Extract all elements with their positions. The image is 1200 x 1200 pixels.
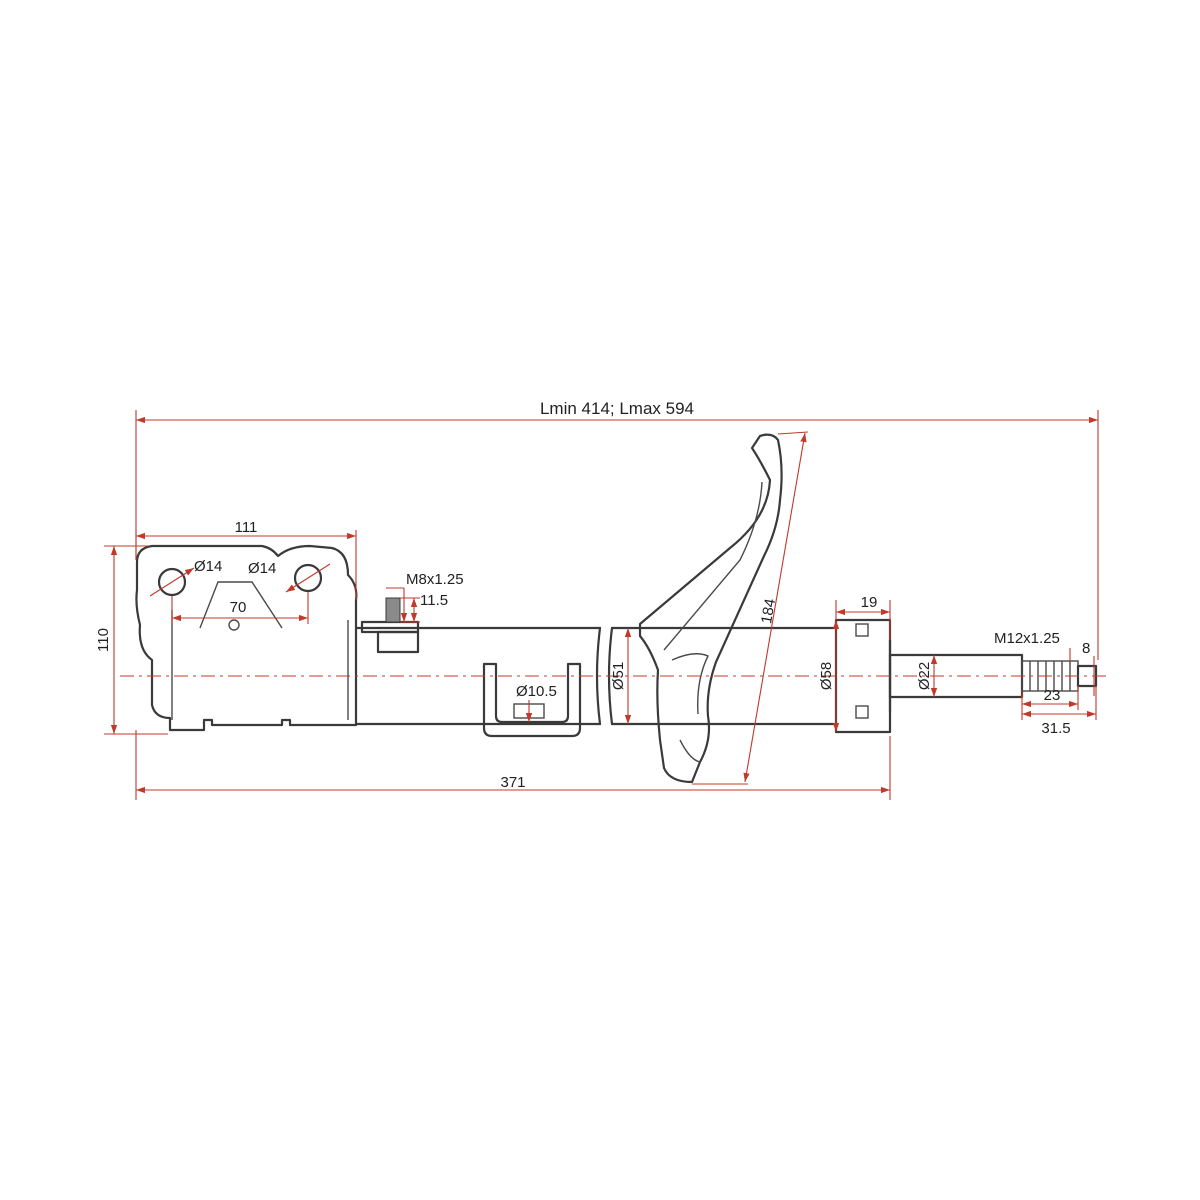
- rod-end-label: 31.5: [1041, 720, 1070, 737]
- cap-notch-bottom: [855, 705, 869, 719]
- hole-2-label: Ø14: [248, 560, 276, 577]
- hole-right: [293, 563, 323, 593]
- spring-seat-label: 184: [758, 597, 779, 625]
- body-length-label: 371: [500, 774, 525, 791]
- thread-flat-label: 8: [1082, 640, 1090, 657]
- hole-left: [157, 567, 187, 597]
- cap-diameter-label: Ø58: [818, 662, 835, 690]
- rod-thread-label: M12x1.25: [994, 630, 1060, 647]
- hole-spacing-label: 70: [230, 599, 247, 616]
- bracket-rib: [199, 581, 283, 629]
- u-bracket: [482, 662, 582, 738]
- tube-diameter-label: Ø51: [610, 662, 627, 690]
- sensor-height-label: 11.5: [420, 592, 448, 609]
- sensor-block: [376, 630, 420, 654]
- tube-break-left: [595, 626, 602, 726]
- sensor-thread-label: M8x1.25: [406, 571, 464, 588]
- bracket-small-hole: [228, 619, 240, 631]
- dimension-lines: [104, 410, 1099, 800]
- top-cap-label: 19: [861, 594, 878, 611]
- overall-length-label: Lmin 414; Lmax 594: [540, 399, 694, 418]
- sensor-stud: [385, 597, 401, 623]
- hole-1-label: Ø14: [194, 558, 222, 575]
- knuckle-bracket: [135, 544, 358, 732]
- spring-seat-inner: [663, 481, 763, 763]
- strut-body: [135, 433, 1098, 784]
- thread-length-label: 23: [1044, 687, 1061, 704]
- bracket-width-label: 111: [235, 519, 258, 536]
- height-label: 110: [95, 628, 112, 652]
- bracket-inner-edge: [171, 610, 349, 720]
- cap-notch-top: [855, 623, 869, 637]
- rod-diameter-label: Ø22: [916, 662, 933, 690]
- bracket-hole-label: Ø10.5: [516, 683, 557, 700]
- dimension-labels: Lmin 414; Lmax 594 371 110 111 Ø14 Ø14 7…: [95, 399, 1090, 791]
